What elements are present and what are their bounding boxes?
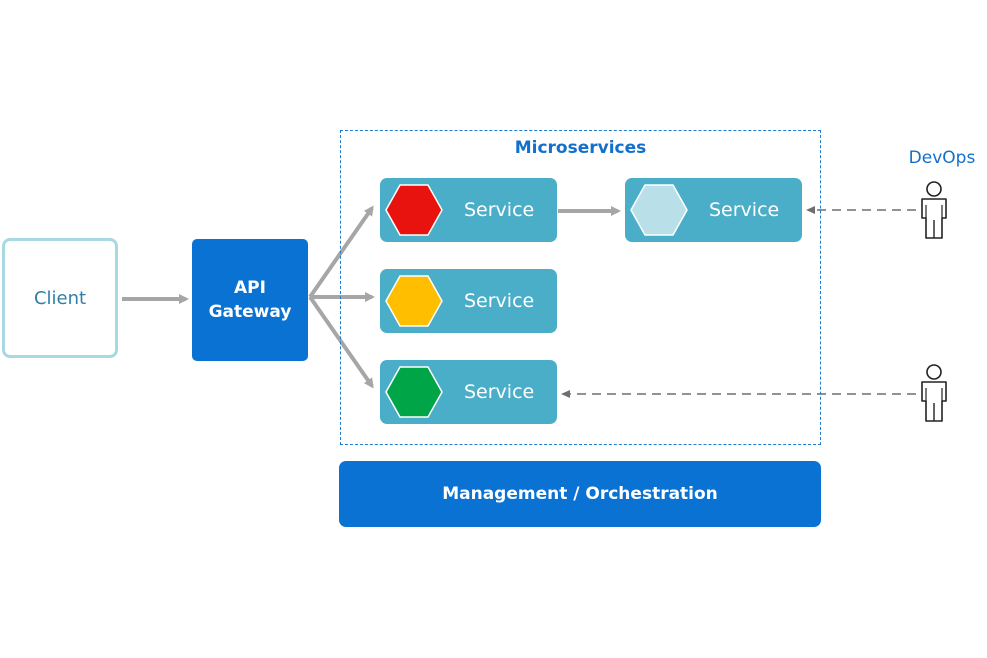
gateway-label-line2: Gateway <box>208 302 292 322</box>
devops-label: DevOps <box>908 148 976 168</box>
management-label: Management / Orchestration <box>442 484 718 504</box>
service-label: Service <box>709 199 780 221</box>
service-label: Service <box>464 290 535 312</box>
hexagon-red-icon <box>385 184 443 236</box>
gateway-to-service-top-arrow <box>308 205 374 299</box>
service-box-yellow: Service <box>380 269 557 333</box>
service-label: Service <box>464 199 535 221</box>
api-gateway-box: API Gateway <box>192 239 308 361</box>
service-box-green: Service <box>380 360 557 424</box>
person-icon <box>921 181 947 239</box>
service-label: Service <box>464 381 535 403</box>
hexagon-green-icon <box>385 366 443 418</box>
hexagon-lightblue-icon <box>630 184 688 236</box>
client-label: Client <box>33 287 87 309</box>
microservices-boundary <box>340 130 821 445</box>
gateway-to-service-bottom-arrow <box>308 295 374 389</box>
service-box-red: Service <box>380 178 557 242</box>
gateway-label-line1: API <box>234 278 266 298</box>
service-box-lightblue: Service <box>625 178 802 242</box>
person-icon <box>921 364 947 422</box>
client-box: Client <box>2 238 118 358</box>
hexagon-yellow-icon <box>385 275 443 327</box>
management-orchestration-bar: Management / Orchestration <box>339 461 821 527</box>
microservices-title: Microservices <box>514 138 647 158</box>
